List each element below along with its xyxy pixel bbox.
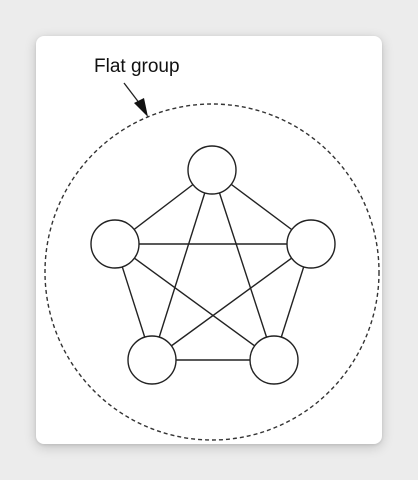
node-top (187, 145, 237, 195)
group-label: Flat group (94, 56, 180, 77)
node-bottom-right (249, 335, 299, 385)
node-left (90, 219, 140, 269)
nodes-group (90, 145, 336, 385)
edges-group (114, 169, 312, 361)
group-boundary (44, 103, 380, 441)
node-right (286, 219, 336, 269)
edge-top-bottom-left (151, 169, 213, 361)
diagram-card: Flat group (36, 36, 382, 444)
label-arrow (123, 82, 141, 105)
arrowhead-icon (134, 98, 148, 117)
flat-group-diagram: Flat group (44, 56, 380, 441)
edge-right-bottom-left (151, 243, 312, 361)
edge-left-bottom-right (114, 243, 275, 361)
edge-top-bottom-right (211, 169, 275, 361)
node-bottom-left (127, 335, 177, 385)
